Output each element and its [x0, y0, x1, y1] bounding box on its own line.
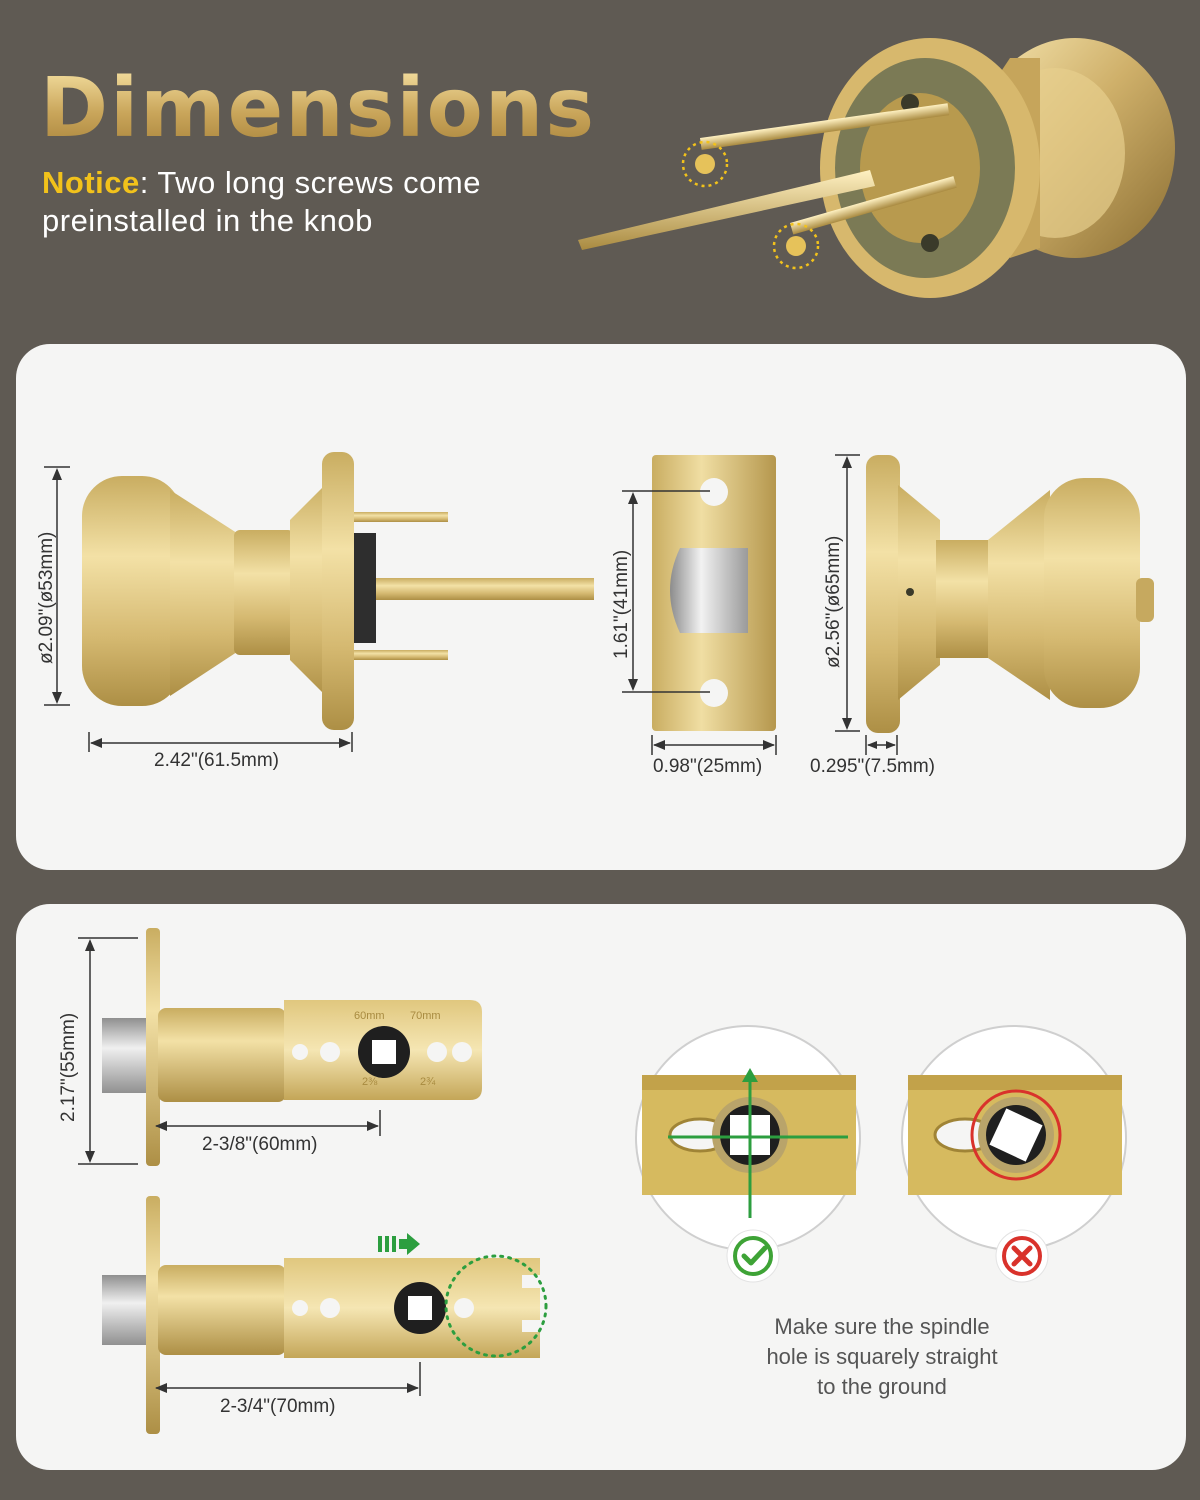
notice-text: Notice: Two long screws come preinstalle…	[42, 164, 602, 240]
latch-mark-70: 70mm	[410, 1010, 441, 1022]
knob-length-label: 2.42"(61.5mm)	[154, 750, 280, 771]
latch-diagrams	[78, 928, 1127, 1434]
backset-70-label: 2-3/4"(70mm)	[220, 1396, 336, 1417]
knob-side-view	[44, 452, 1154, 755]
rose-thickness-label: 0.295"(7.5mm)	[810, 756, 936, 777]
notice-label: Notice	[42, 165, 140, 200]
knob-diameter-label: ø2.09"(ø53mm)	[36, 531, 57, 664]
cross-icon	[995, 1229, 1049, 1283]
backset-60-label: 2-3/8"(60mm)	[202, 1134, 318, 1155]
page-title: Dimensions	[40, 61, 597, 156]
spindle-caption-line-3: to the ground	[817, 1374, 947, 1399]
strike-width-label: 0.98"(25mm)	[653, 756, 763, 777]
latch-mark-60: 60mm	[354, 1010, 385, 1022]
check-icon	[726, 1229, 780, 1283]
strike-hole-spacing-label: 1.61"(41mm)	[611, 549, 632, 659]
knob-screws-illustration	[578, 38, 1175, 298]
notice-line-1: : Two long screws come	[139, 165, 481, 200]
latch-mark-234: 2¾	[420, 1076, 436, 1088]
latch-mark-238: 2⅜	[362, 1076, 378, 1088]
spindle-caption-line-1: Make sure the spindle	[774, 1314, 990, 1339]
notice-line-2: preinstalled in the knob	[42, 203, 373, 238]
rose-diameter-label: ø2.56"(ø65mm)	[823, 535, 844, 668]
spindle-caption-line-2: hole is squarely straight	[766, 1344, 998, 1369]
latch-height-label: 2.17"(55mm)	[58, 1012, 79, 1122]
spindle-caption: Make sure the spindle hole is squarely s…	[710, 1312, 1054, 1402]
